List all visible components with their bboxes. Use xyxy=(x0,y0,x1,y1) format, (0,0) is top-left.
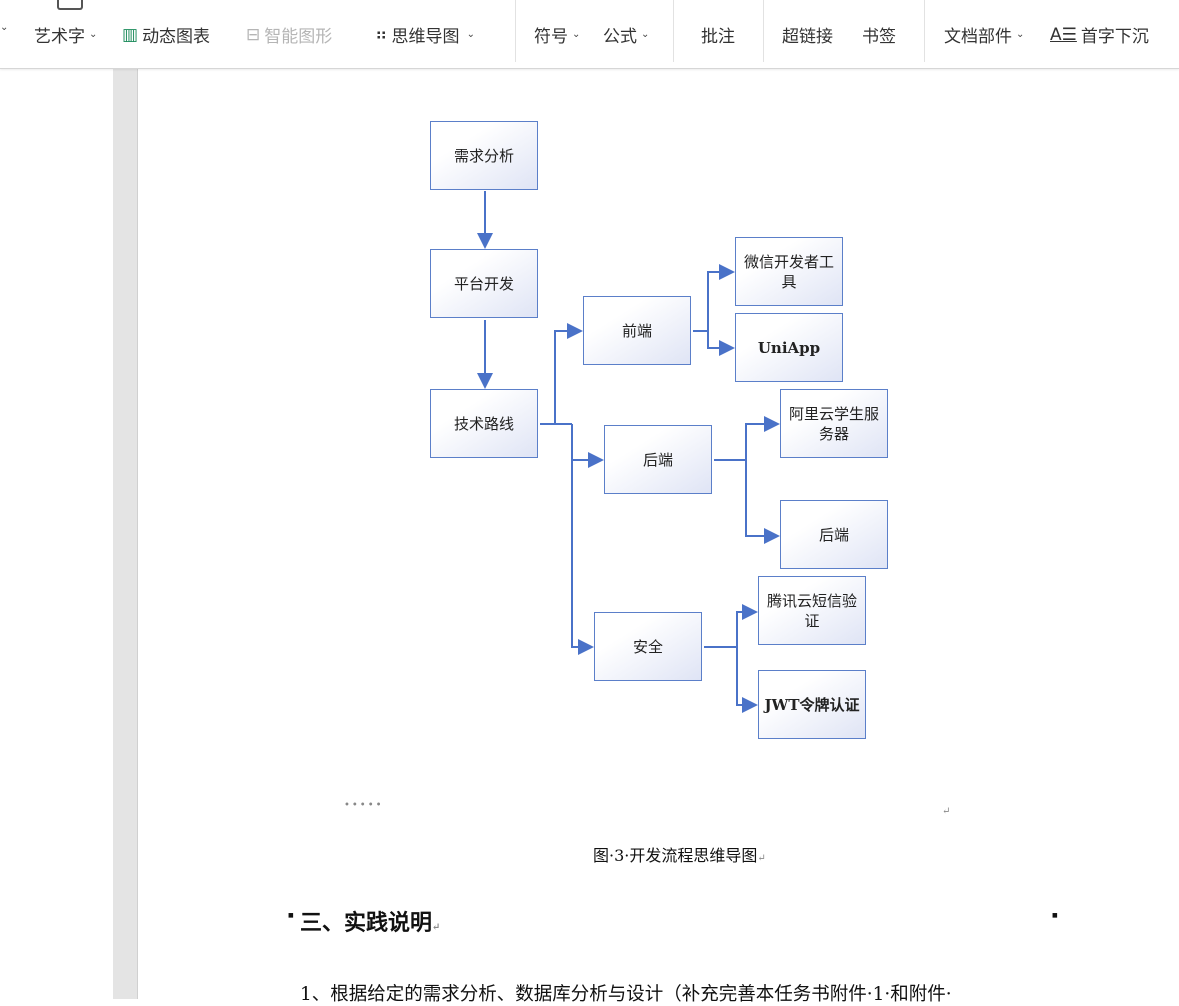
node-platform[interactable]: 平台开发 xyxy=(430,249,538,318)
comment-button[interactable]: 批注 xyxy=(701,22,735,47)
mind-map-button[interactable]: ⠶思维导图 ⌄ xyxy=(375,22,476,48)
caption-text: 图·3·开发流程思维导图 xyxy=(593,846,758,865)
connector xyxy=(745,460,780,544)
chevron-down-icon: ⌄ xyxy=(572,29,581,40)
paragraph-mark: ↵ xyxy=(432,922,441,933)
list-marker: ■ xyxy=(1052,912,1058,919)
placeholder-dots: ••••• xyxy=(344,800,384,811)
paragraph-1: 1、根据给定的需求分析、数据库分析与设计（补充完善本任务书附件·1·和附件· xyxy=(300,984,952,1005)
formula-button[interactable]: 公式 ⌄ xyxy=(603,22,649,47)
node-aliyun[interactable]: 阿里云学生服务器 xyxy=(780,389,888,458)
label: 智能图形 xyxy=(264,27,333,47)
document-parts-button[interactable]: 文档部件 ⌄ xyxy=(944,22,1024,47)
hyperlink-button[interactable]: 超链接 xyxy=(782,22,833,47)
node-security[interactable]: 安全 xyxy=(594,612,702,681)
left-margin xyxy=(0,68,113,999)
chevron-down-icon: ⌄ xyxy=(89,29,98,40)
label: 首字下沉 xyxy=(1080,27,1149,47)
label: 动态图表 xyxy=(142,27,211,47)
divider xyxy=(673,0,674,62)
label: 公式 xyxy=(603,27,637,47)
chevron-down-icon: ⌄ xyxy=(1016,29,1025,40)
dynamic-chart-button[interactable]: ▥动态图表 xyxy=(122,22,211,48)
node-backend[interactable]: 后端 xyxy=(604,425,712,494)
section-heading: 三、实践说明↵ xyxy=(300,905,440,937)
list-marker: ■ xyxy=(288,912,294,919)
label: 思维导图 xyxy=(391,27,460,47)
divider xyxy=(924,0,925,62)
node-jwt[interactable]: JWT令牌认证 xyxy=(758,670,866,739)
label: 文档部件 xyxy=(944,27,1012,47)
divider xyxy=(515,0,516,62)
node-wechat-tools[interactable]: 微信开发者工具 xyxy=(735,237,843,306)
connector xyxy=(693,264,735,332)
drop-cap-button[interactable]: A☰首字下沉 xyxy=(1050,22,1149,48)
label: 符号 xyxy=(534,27,568,47)
paragraph-mark: ↵ xyxy=(942,806,951,817)
chevron-down-icon: ⌄ xyxy=(463,29,476,40)
wordart-button[interactable]: 艺术字 ⌄ xyxy=(34,22,97,47)
figure-caption: 图·3·开发流程思维导图↵ xyxy=(593,842,766,866)
smart-graphic-button[interactable]: ⊟智能图形 xyxy=(246,22,333,48)
drop-cap-icon: A☰ xyxy=(1050,24,1077,45)
prev-dropdown-chevron[interactable]: ⌄ xyxy=(0,22,9,33)
paragraph-mark: ↵ xyxy=(757,853,766,864)
node-tech-route[interactable]: 技术路线 xyxy=(430,389,538,458)
bookmark-button[interactable]: 书签 xyxy=(862,22,896,47)
node-requirements[interactable]: 需求分析 xyxy=(430,121,538,190)
label: 书签 xyxy=(862,27,896,47)
label: 批注 xyxy=(701,27,735,47)
chevron-down-icon: ⌄ xyxy=(641,29,650,40)
divider xyxy=(763,0,764,62)
node-tencent-sms[interactable]: 腾讯云短信验证 xyxy=(758,576,866,645)
connector xyxy=(554,323,583,424)
connector xyxy=(714,416,780,461)
smart-graphic-icon: ⊟ xyxy=(246,24,261,45)
vertical-ruler xyxy=(113,68,138,999)
symbol-button[interactable]: 符号 ⌄ xyxy=(534,22,580,47)
heading-text: 三、实践说明 xyxy=(300,910,433,936)
connector xyxy=(736,647,758,713)
dynamic-chart-icon: ▥ xyxy=(122,24,139,45)
label: 艺术字 xyxy=(34,27,85,47)
node-uniapp[interactable]: UniApp xyxy=(735,313,843,382)
node-frontend[interactable]: 前端 xyxy=(583,296,691,365)
connector xyxy=(571,424,594,655)
node-backend-2[interactable]: 后端 xyxy=(780,500,888,569)
connector xyxy=(704,604,758,648)
mind-map-icon: ⠶ xyxy=(375,24,388,45)
label: 超链接 xyxy=(782,27,833,47)
connector xyxy=(707,331,735,356)
wordart-icon xyxy=(57,0,83,10)
ribbon-toolbar: ⌄ 艺术字 ⌄ ▥动态图表 ⊟智能图形 ⠶思维导图 ⌄ 符号 ⌄ 公式 ⌄ 批注 超链… xyxy=(0,0,1179,69)
